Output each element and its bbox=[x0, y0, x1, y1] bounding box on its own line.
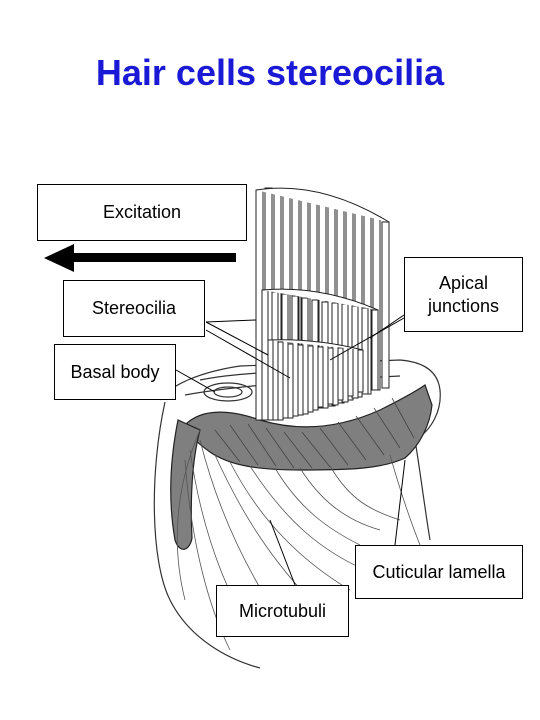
label-apical-junctions: Apical junctions bbox=[404, 257, 523, 332]
label-basal-body-text: Basal body bbox=[70, 361, 160, 382]
label-cuticular-lamella-text: Cuticular lamella bbox=[372, 561, 506, 582]
leader-lines bbox=[175, 314, 406, 586]
page-title: Hair cells stereocilia bbox=[95, 52, 445, 93]
label-microtubuli: Microtubuli bbox=[216, 585, 349, 637]
label-basal-body: Basal body bbox=[54, 344, 176, 400]
label-stereocilia-text: Stereocilia bbox=[91, 298, 177, 319]
stereocilia-bundle bbox=[255, 187, 390, 421]
excitation-arrow-icon bbox=[44, 244, 236, 272]
label-apical-line2: junctions bbox=[427, 295, 500, 316]
label-apical-line1: Apical bbox=[438, 273, 489, 293]
label-stereocilia: Stereocilia bbox=[63, 280, 205, 337]
plate-hatching bbox=[214, 397, 415, 469]
stereocilia-caps bbox=[255, 187, 390, 351]
label-excitation: Excitation bbox=[37, 184, 247, 241]
label-cuticular-lamella: Cuticular lamella bbox=[355, 545, 523, 599]
label-excitation-text: Excitation bbox=[102, 202, 182, 223]
label-microtubuli-text: Microtubuli bbox=[238, 600, 327, 621]
